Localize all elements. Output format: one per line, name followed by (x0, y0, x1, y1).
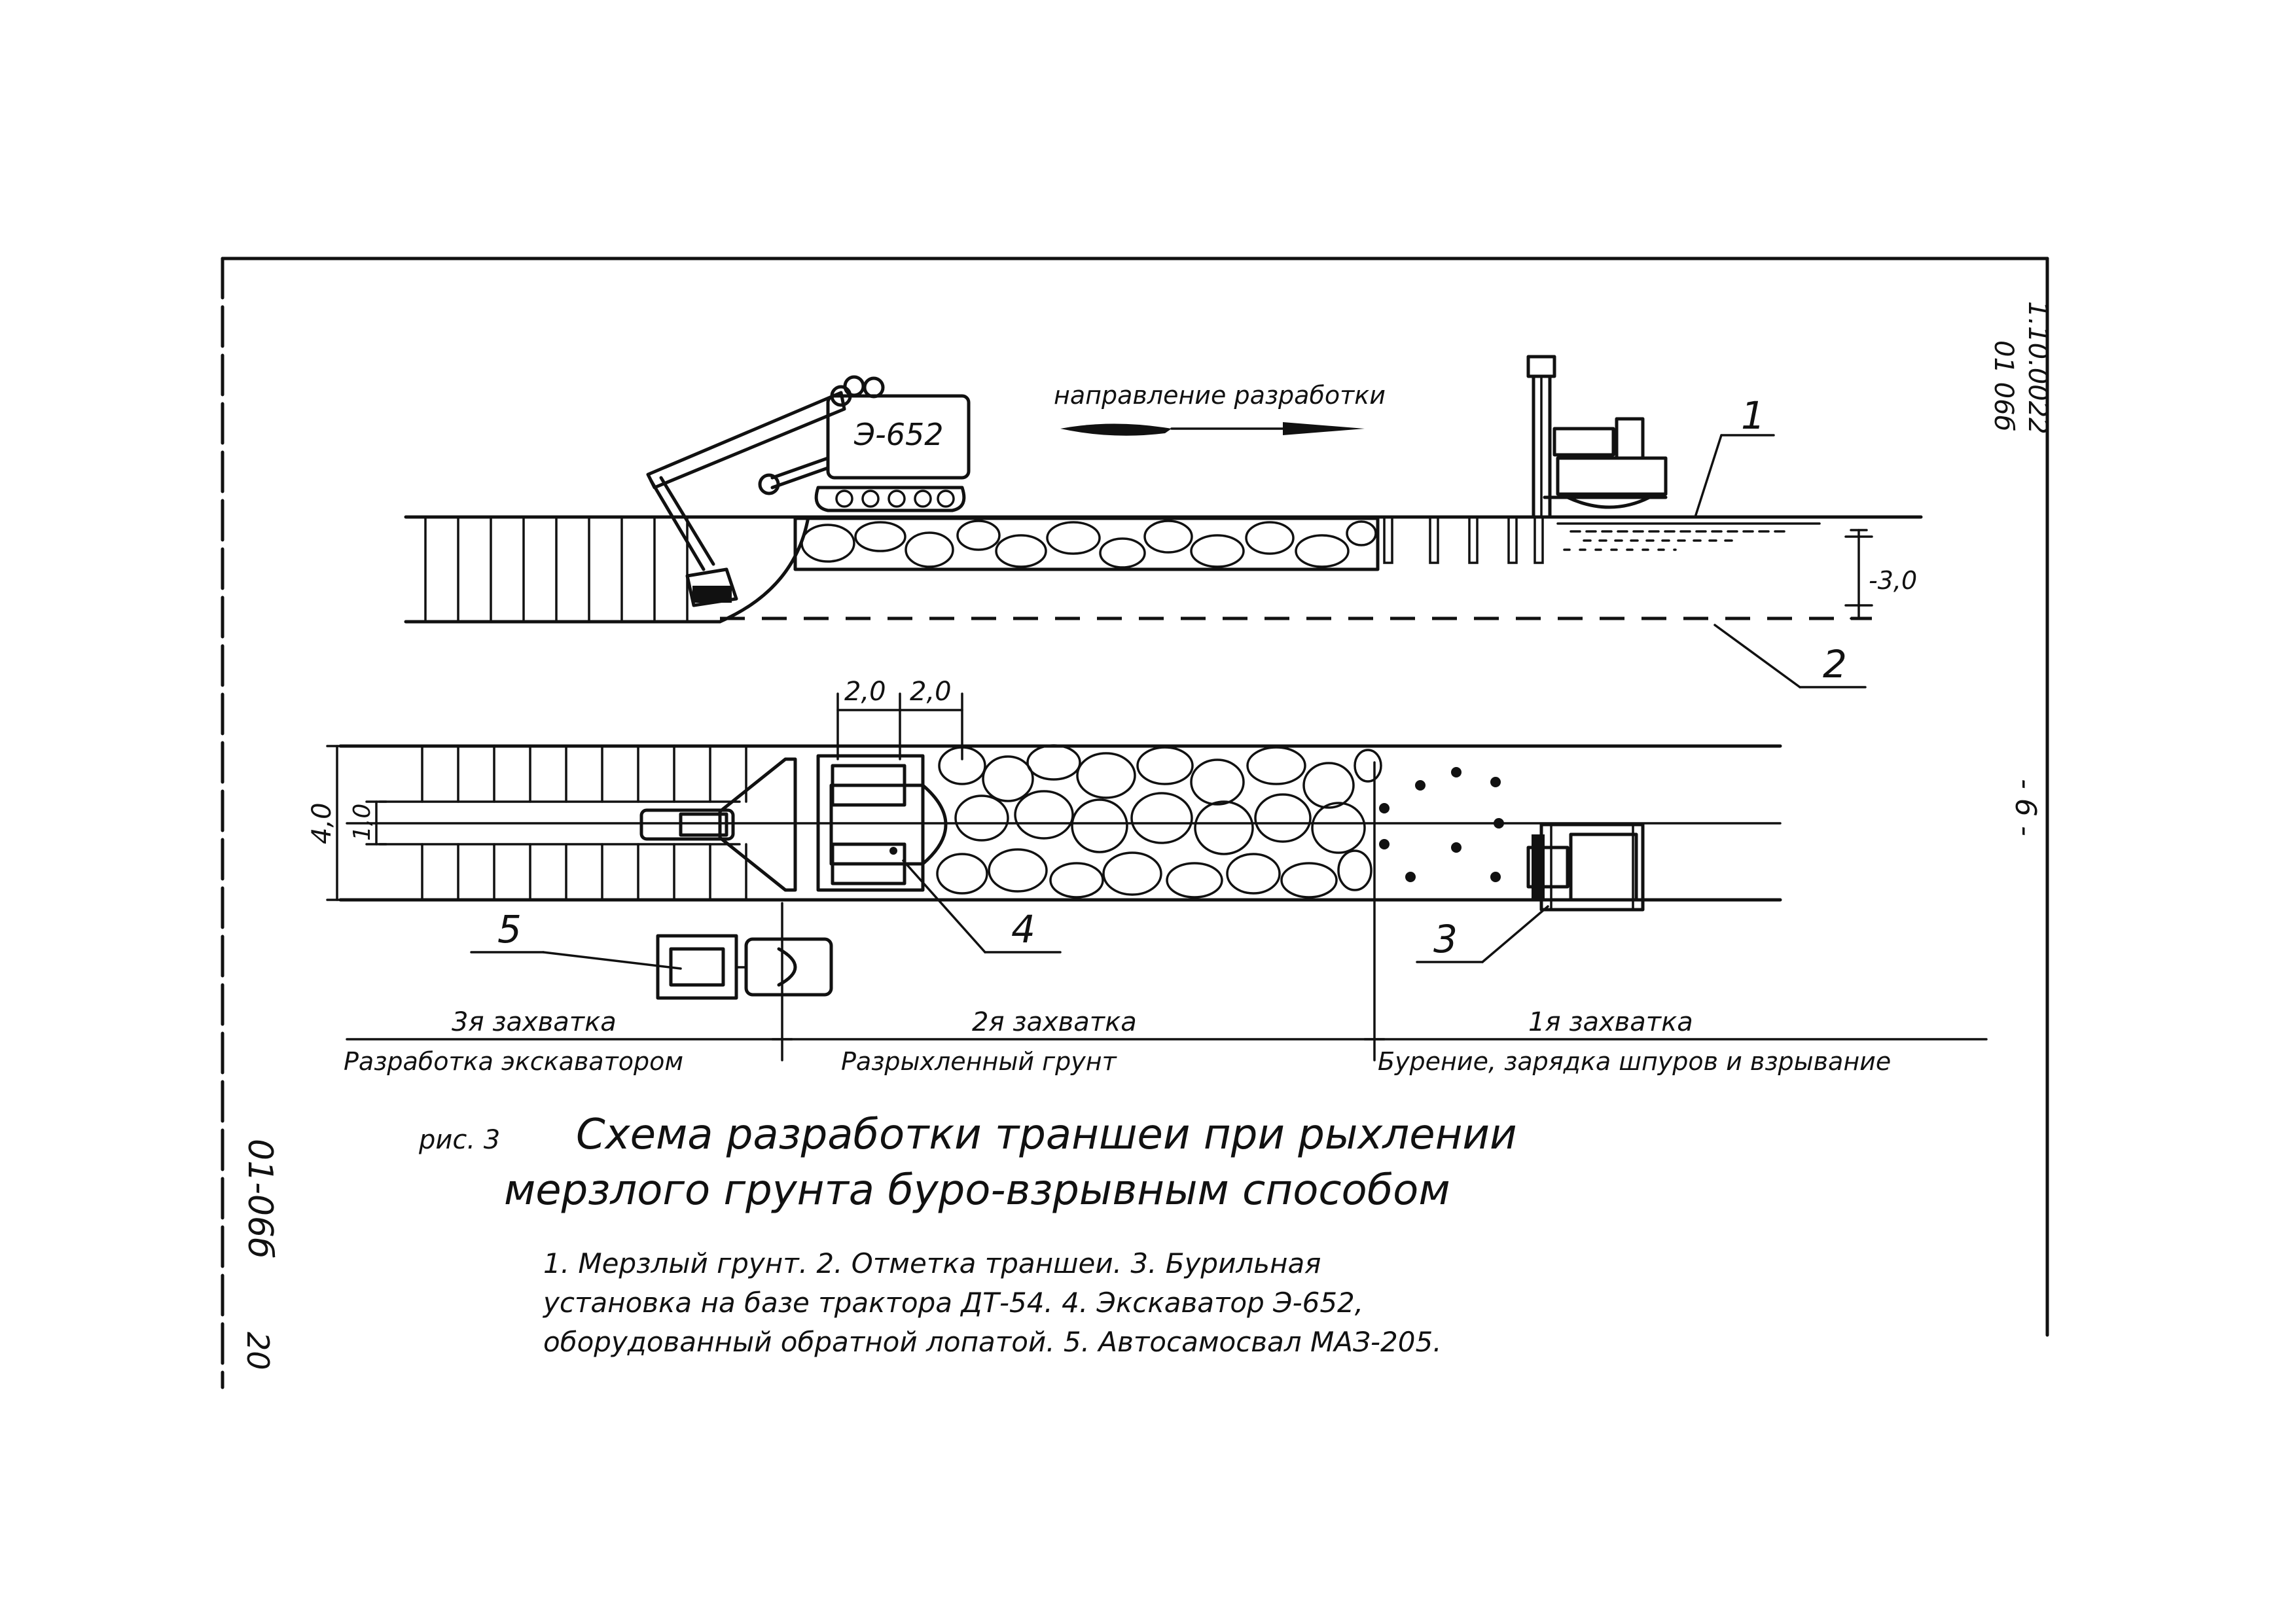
stage-axis (346, 761, 1988, 1061)
plan-view: 2,0 2,0 4,0 1,0 3 4 5 (307, 677, 1988, 1061)
stage-2-title: 2я захватка (972, 1007, 1137, 1037)
callout-1: 1 (1694, 393, 1775, 518)
plan-excavated-hatch (378, 745, 747, 901)
dump-truck-plan (656, 934, 833, 1000)
loosened-soil-profile (793, 516, 1380, 571)
callout-2-label: 2 (1823, 642, 1847, 687)
callout-5-label: 5 (497, 907, 522, 952)
callout-2: 2 (1713, 624, 1867, 688)
excavator-profile: Э-652 (646, 375, 971, 607)
caption-line1: Схема разработки траншеи при рыхлении (576, 1111, 1517, 1159)
sheet-frame (221, 257, 2049, 1389)
profile-view: Э-652 направление разработки 1 (404, 355, 1923, 688)
legend-line3: оборудованный обратной лопатой. 5. Автос… (543, 1326, 1442, 1358)
stage-labels: 3я захватка Разработка экскаватором 2я з… (344, 1007, 1891, 1076)
sheet-page-number: - 6 - (2009, 779, 2042, 836)
direction-label: направление разработки (1054, 381, 1386, 410)
caption-line2: мерзлого грунта буро-взрывным способом (504, 1166, 1450, 1215)
figure-caption: рис. 3 Схема разработки траншеи при рыхл… (418, 1111, 1517, 1215)
drill-holes-profile (1383, 516, 1544, 564)
sheet-codes: 1.10.0022 01 06б - 6 - 01-06б 20 (240, 301, 2053, 1370)
sheet-code-top-line2: 01 06б (1988, 340, 2018, 431)
stage-2-desc: Разрыхленный грунт (841, 1047, 1118, 1076)
excavator-model-label: Э-652 (853, 417, 944, 452)
blast-holes-plan (1379, 767, 1504, 882)
loosened-soil-plan (936, 744, 1382, 899)
callout-3-label: 3 (1433, 917, 1458, 961)
excavated-trench-hatch (424, 516, 689, 623)
figure-legend: 1. Мерзлый грунт. 2. Отметка траншеи. 3.… (542, 1247, 1442, 1358)
dim-width-outer-label: 4,0 (307, 802, 337, 844)
stage-1-desc: Бурение, зарядка шпуров и взрывание (1378, 1047, 1891, 1076)
frozen-soil-hatch (1556, 522, 1821, 551)
stage-1-title: 1я захватка (1528, 1007, 1693, 1037)
sheet-code-left: 01-06б (240, 1139, 279, 1258)
dim-width-inner-label: 1,0 (349, 804, 376, 841)
dimension-width: 4,0 1,0 (307, 745, 387, 901)
sheet-page-left: 20 (240, 1332, 276, 1370)
direction-arrow: направление разработки (1054, 381, 1386, 436)
legend-line1: 1. Мерзлый грунт. 2. Отметка траншеи. 3.… (543, 1247, 1321, 1279)
callout-4-label: 4 (1011, 907, 1035, 952)
stage-3-title: 3я захватка (452, 1007, 617, 1037)
callout-3: 3 (1416, 905, 1549, 963)
dim-top-b-label: 2,0 (910, 677, 952, 707)
sheet-code-top-line1: 1.10.0022 (2022, 301, 2053, 435)
depth-mark-label: -3,0 (1869, 566, 1917, 595)
legend-line2: установка на базе трактора ДТ-54. 4. Экс… (542, 1287, 1363, 1319)
callout-1-label: 1 (1741, 393, 1765, 438)
dimension-top: 2,0 2,0 (836, 677, 963, 760)
excavator-plan (639, 754, 948, 892)
dim-top-a-label: 2,0 (844, 677, 886, 707)
callout-5: 5 (470, 907, 682, 970)
drilling-rig-profile (1526, 355, 1668, 519)
drilling-rig-plan (1526, 823, 1645, 912)
depth-marks: -3,0 (1844, 529, 1917, 620)
caption-prefix: рис. 3 (418, 1125, 500, 1155)
callout-4: 4 (902, 859, 1062, 954)
stage-3-desc: Разработка экскаватором (344, 1047, 683, 1076)
